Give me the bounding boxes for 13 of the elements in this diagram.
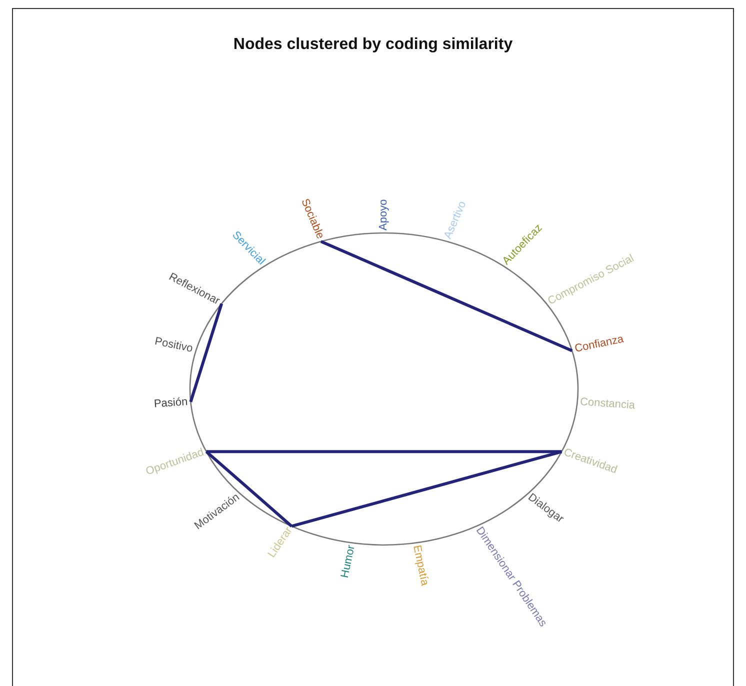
node-label: Pasión: [153, 396, 188, 411]
connector-line: [205, 450, 293, 528]
node-label: Apoyo: [378, 198, 390, 230]
node-label: Positivo: [154, 336, 194, 356]
node-label: Constancia: [580, 396, 636, 412]
connector-line: [291, 450, 562, 528]
diagram-title: Nodes clustered by coding similarity: [232, 36, 514, 54]
node-label: Humor: [338, 544, 358, 580]
node-label: Confianza: [574, 334, 625, 356]
node-label: Empatía: [410, 544, 432, 588]
connector-line: [206, 450, 562, 454]
connector-line: [189, 303, 224, 402]
connector-line: [320, 240, 573, 352]
